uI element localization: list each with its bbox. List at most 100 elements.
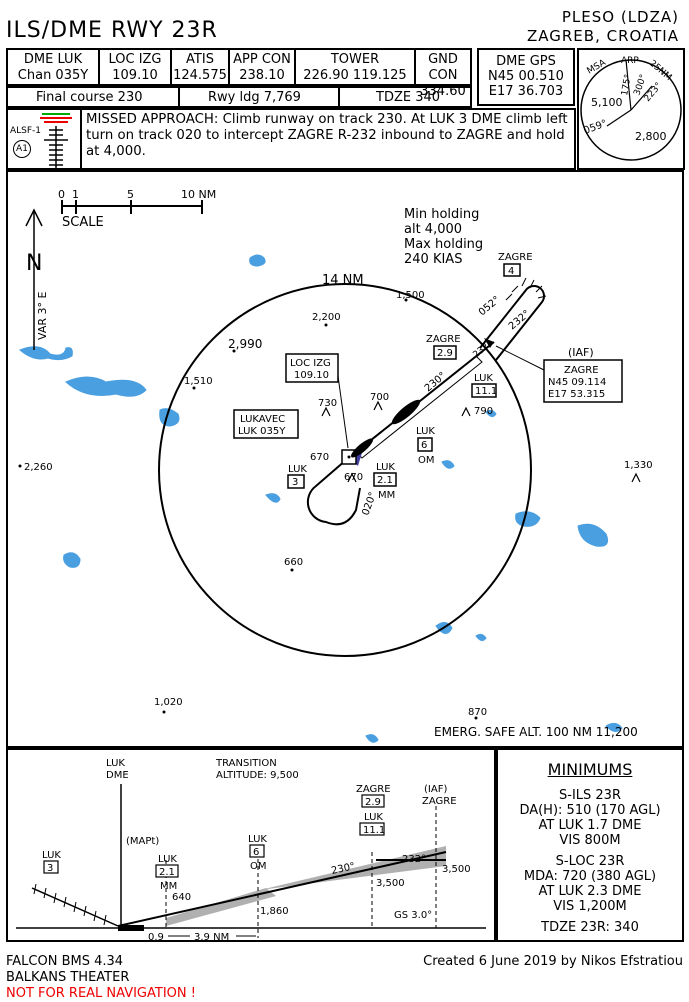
fix-alt: 3,500 (442, 864, 471, 875)
scale-label: SCALE (62, 215, 104, 230)
footer-line: BALKANS THEATER (6, 970, 130, 985)
track-label: 052° (477, 294, 503, 318)
fix-sub: MM (378, 490, 395, 501)
approach-lights-icon (40, 113, 72, 168)
missed-approach-box: ALSF-1 A1 MISSED APPROACH: Climb runway … (6, 108, 576, 170)
footer-line: FALCON BMS 4.34 (6, 954, 124, 969)
freq-label: ATIS (186, 52, 214, 67)
fix-name: LUK (288, 464, 307, 475)
alsf-badge: A1 (13, 140, 31, 158)
transition-label: ALTITUDE: 9,500 (216, 770, 299, 781)
min-tdze: TDZE 23R: 340 (541, 920, 639, 935)
middle-marker-icon (350, 438, 374, 458)
holding-text: Min holding (404, 207, 479, 222)
fix-name: ZAGRE (498, 252, 533, 263)
dme-gps-lon: E17 36.703 (488, 84, 564, 99)
chart-title: ILS/DME RWY 23R (6, 18, 218, 43)
freq-label: GND CON (428, 52, 458, 83)
fix-name: LUK (158, 854, 177, 865)
track-label: 232° (402, 854, 426, 865)
minimums-title: MINIMUMS (547, 760, 633, 779)
emerg-safe-alt: EMERG. SAFE ALT. 100 NM 11,200 (434, 725, 638, 739)
track-label: 230° (330, 861, 356, 877)
msa-ref: ARP (621, 56, 639, 66)
profile-label: LUK (106, 758, 125, 769)
profile-view (6, 748, 496, 942)
missed-approach-text: MISSED APPROACH: Climb runway on track 2… (86, 112, 568, 159)
holding-text: 240 KIAS (404, 252, 462, 267)
final-course: Final course 230 (36, 90, 143, 105)
dme-gps-label: DME GPS (496, 54, 556, 69)
fix-name: LUK (376, 462, 395, 473)
loc-box (285, 353, 339, 383)
var-label: VAR 3° E (36, 292, 49, 340)
spot-elevation: 730 (318, 398, 337, 409)
spot-elevation: 1,500 (396, 290, 425, 301)
fix-dme: 6 (421, 440, 427, 451)
spot-elevation: 1,510 (184, 376, 213, 387)
fix-name: LUK (364, 812, 383, 823)
freq-value: 238.10 (239, 68, 285, 83)
fix-sub: OM (250, 861, 267, 872)
transition-label: TRANSITION (215, 758, 277, 769)
rwy-ldg: Rwy ldg 7,769 (208, 90, 301, 105)
fix-name: LUK (474, 373, 493, 384)
dist-label: 3.9 NM (194, 932, 229, 942)
dme-gps-lat: N45 00.510 (488, 69, 564, 84)
loc-label: LOC IZG (290, 358, 331, 369)
footer-credit: Created 6 June 2019 by Nikos Efstratiou (423, 954, 683, 969)
fix-dme: 2.9 (437, 348, 453, 359)
min-line: AT LUK 2.3 DME (538, 884, 642, 899)
dist-label: 0.9 (148, 932, 164, 942)
spot-elevation: 660 (284, 557, 303, 568)
scale-tick: 10 NM (181, 188, 216, 201)
spot-elevation: 2,990 (228, 337, 262, 351)
profile-diagram: LUK DME TRANSITION ALTITUDE: 9,500 (MAPt… (16, 758, 486, 942)
holding-text: alt 4,000 (404, 222, 462, 237)
footer-warning: NOT FOR REAL NAVIGATION ! (6, 986, 196, 1001)
fix-sub: MM (160, 881, 177, 892)
min-line: AT LUK 1.7 DME (538, 818, 642, 833)
iaf-lat: N45 09.114 (548, 377, 606, 388)
spot-elevation: 700 (370, 392, 389, 403)
airport-city: ZAGREB, CROATIA (526, 27, 679, 45)
freq-label: APP CON (233, 52, 291, 67)
iaf-box (543, 359, 623, 403)
fix-dme: 11.1 (363, 825, 385, 836)
gs-label: GS 3.0° (394, 910, 432, 921)
msa-brg: 059° (582, 118, 608, 137)
spot-elevation: 2,200 (312, 312, 341, 323)
spot-elevation: 790 (474, 406, 493, 417)
profile-label: DME (106, 770, 129, 781)
fix-alt: 1,860 (260, 906, 289, 917)
msa-diagram: MSA ARP 25NM 5,100 2,800 175° 300° 223° … (577, 48, 685, 170)
fix-dme: 11.1 (475, 386, 497, 397)
info-row: Final course 230 Rwy ldg 7,769 TDZE 340 (6, 86, 472, 108)
alsf-label: ALSF-1 (10, 126, 42, 136)
lukavec-box (233, 409, 299, 439)
fix-dme: 2.1 (159, 867, 175, 878)
missed-approach-path (306, 459, 361, 526)
lukavec-chan: LUK 035Y (238, 426, 286, 437)
scale-tick: 5 (127, 188, 134, 201)
spot-elevation: 870 (468, 707, 487, 718)
holding-text: Max holding (404, 237, 483, 252)
fix-name: ZAGRE (356, 784, 391, 795)
freq-label: LOC IZG (108, 52, 162, 67)
fix-dme: 2.1 (377, 475, 393, 486)
freq-value: Chan 035Y (17, 68, 89, 83)
freq-value: 109.10 (112, 68, 158, 83)
fix-dme: 2.9 (365, 797, 381, 808)
freq-value: 124.575 (173, 68, 227, 83)
msa-radius: 25NM (647, 59, 673, 83)
fix-dme: 3 (292, 477, 298, 488)
min-line: VIS 1,200M (553, 899, 627, 914)
spot-elevation: 670 (310, 452, 329, 463)
iaf-tag: (IAF) (424, 784, 447, 795)
fix-name: LUK (42, 850, 61, 861)
obstacle-icon (321, 400, 641, 483)
fix-alt: 3,500 (376, 878, 405, 889)
min-line: MDA: 720 (380 AGL) (523, 869, 657, 884)
plan-view-map: 0 1 5 10 NM SCALE N VAR 3° E 14 NM Min h… (18, 188, 653, 743)
